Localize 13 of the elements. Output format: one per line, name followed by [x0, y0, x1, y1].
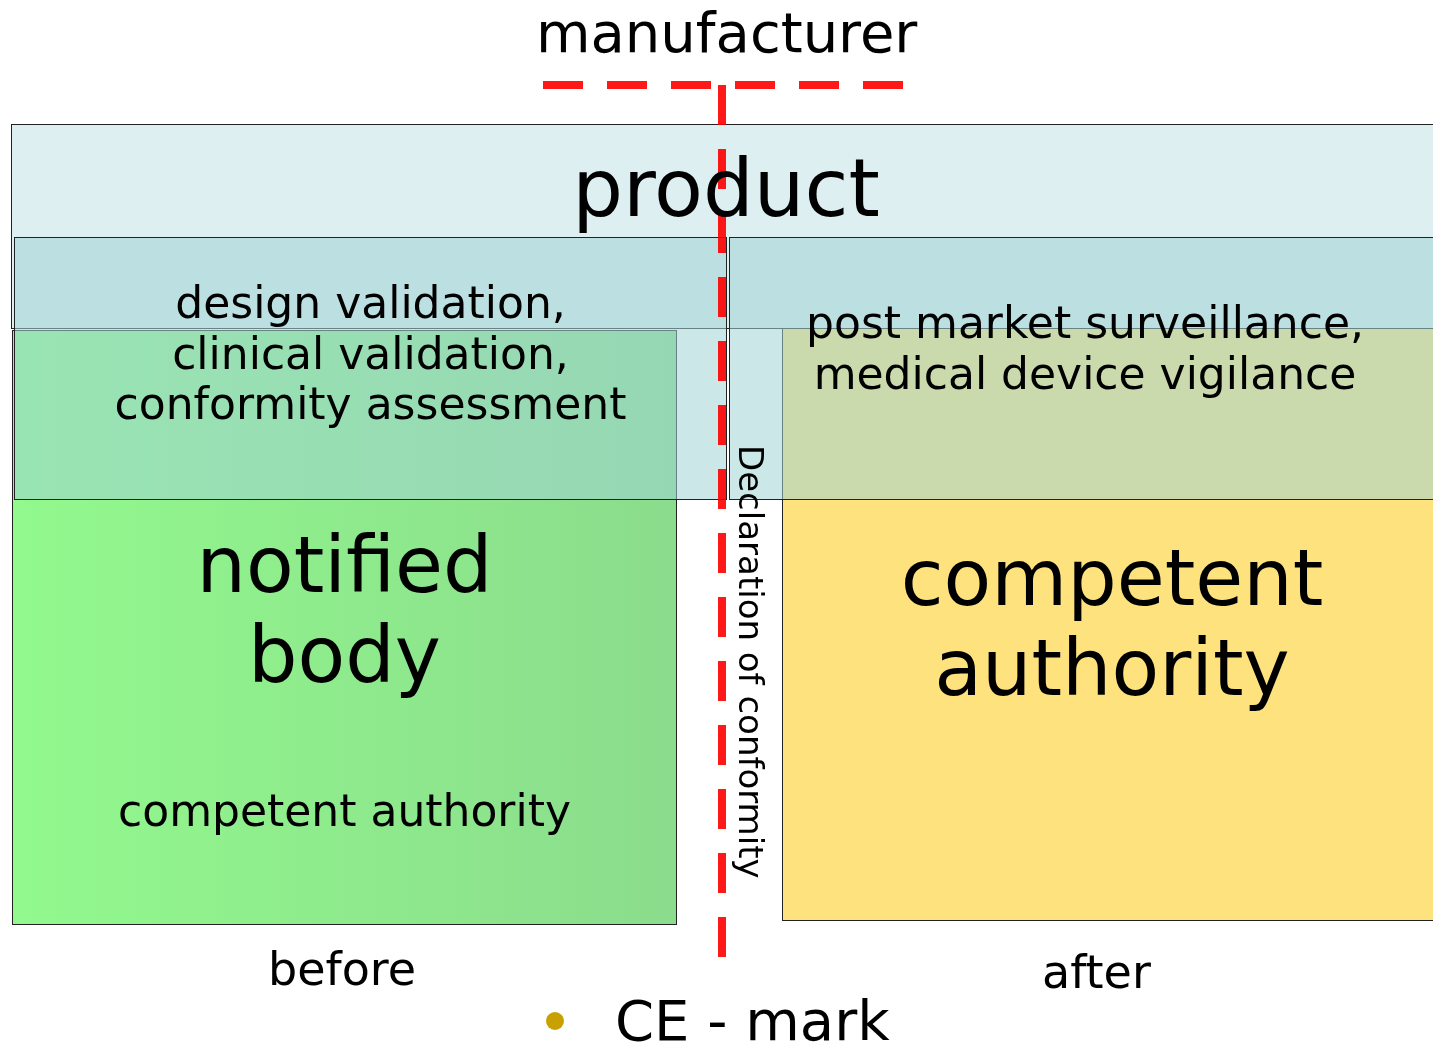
bullet-text: CE - mark — [615, 990, 890, 1051]
panel-title: design validation, clinical validation, conformity assessment — [113, 278, 628, 430]
activity-panel — [14, 237, 727, 500]
phase-label: before — [268, 944, 417, 995]
panel-title: post market surveillance, medical device vigilance — [805, 298, 1365, 400]
panel-title: notified body — [195, 521, 494, 701]
phase-label: after — [1042, 947, 1151, 998]
panel-text: competent authority — [118, 786, 571, 837]
panel-title: product — [572, 143, 880, 235]
panel-title: competent authority — [899, 534, 1325, 714]
title-label: manufacturer — [536, 2, 918, 64]
before-phase-panel — [12, 330, 677, 925]
vertical-label: Declaration of conformity — [732, 445, 770, 879]
